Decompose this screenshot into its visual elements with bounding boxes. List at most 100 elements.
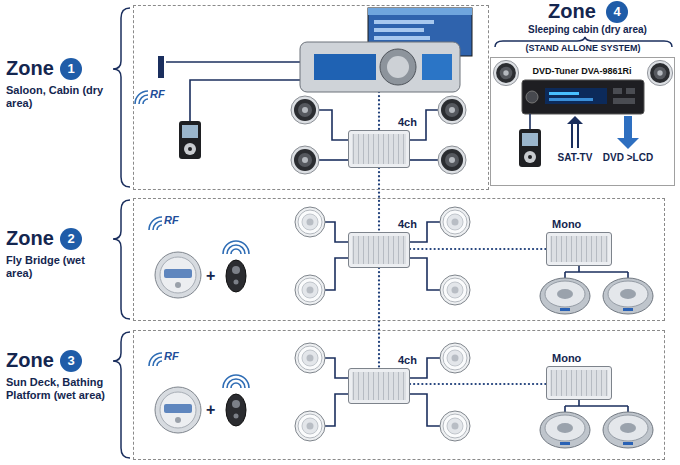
zone3-wiring [565, 400, 628, 412]
plus-sign: + [206, 400, 215, 419]
subwoofer [540, 412, 590, 448]
amplifier-mono: Mono [546, 232, 612, 266]
zone-brace [113, 8, 130, 187]
dvd-tuner-faceplate [549, 92, 579, 95]
signal-connector [378, 168, 380, 232]
unit-label: DVD-Tuner DVA-9861Ri [532, 66, 631, 77]
antenna [158, 56, 164, 78]
marine-speaker [440, 275, 470, 305]
ipod-player [179, 121, 201, 159]
head-unit-screen [374, 36, 430, 40]
zone-panel: Zone2Fly Bridge (wet area)4chMono [133, 198, 665, 321]
rf-waves [149, 217, 162, 230]
head-unit [314, 54, 376, 80]
marine-controller [155, 252, 201, 298]
zone-brace [113, 200, 130, 319]
marine-speaker [440, 411, 470, 441]
rf-label: RF [164, 214, 179, 227]
zone1-wiring [319, 110, 348, 140]
signal-line [378, 92, 380, 130]
dvd-tuner-faceplate [545, 88, 607, 104]
marine-speaker [295, 343, 325, 373]
sat-tv-arrow [567, 116, 583, 124]
zone3-wiring [325, 358, 628, 426]
plus-sign: + [206, 266, 215, 285]
zone2-wiring [565, 266, 628, 278]
dvd-tuner-faceplate [613, 98, 635, 104]
signal-name: SAT-TV [558, 152, 593, 164]
rf-label: RF [150, 88, 165, 101]
dvd-tuner-faceplate [613, 88, 622, 94]
signal-connector [378, 268, 380, 368]
remote-control [226, 394, 246, 426]
marine-speaker [440, 343, 470, 373]
marine-speaker [295, 411, 325, 441]
dvd-tuner-faceplate [522, 80, 644, 114]
amp-label: 4ch [398, 218, 417, 231]
zone-brace [113, 332, 130, 458]
zone1-wiring [410, 159, 438, 161]
zone-number: 4 [606, 1, 628, 23]
subwoofer [603, 412, 653, 448]
zone3-wiring [410, 394, 440, 426]
ipod-player [519, 129, 541, 167]
head-unit-screen [368, 8, 472, 15]
rf-waves [135, 91, 148, 104]
amplifier-4ch: 4ch [348, 232, 410, 268]
zone-number: 2 [60, 228, 82, 250]
zone-subtitle: Sleeping cabin (dry area) [528, 24, 647, 35]
amp-label: Mono [552, 352, 581, 365]
zone1-wiring [319, 159, 348, 161]
cabin-speaker [291, 146, 319, 174]
zone-subtitle: Sun Deck, Bathing Platform (wet area) [6, 376, 106, 402]
cabin-speaker [438, 146, 466, 174]
zone1-wiring [166, 61, 300, 63]
dvd-out-arrow [624, 116, 632, 138]
ir-waves [223, 241, 249, 254]
marine-speaker [295, 207, 325, 237]
zone-title: Zone [6, 58, 54, 78]
amp-label: 4ch [398, 116, 417, 129]
head-unit [387, 56, 409, 78]
subwoofer [540, 278, 590, 314]
ipod-cable [529, 114, 531, 129]
subwoofer [603, 278, 653, 314]
dvd-out-arrow [617, 116, 639, 149]
zone2-wiring [325, 222, 348, 242]
head-unit [300, 42, 460, 92]
zone-title: Zone [6, 350, 54, 370]
marine-speaker [440, 207, 470, 237]
zone-subtitle: Saloon, Cabin (dry area) [6, 84, 106, 110]
head-unit [422, 54, 452, 80]
zone2-wiring [325, 222, 628, 290]
dvd-out-arrow [617, 138, 639, 149]
amplifier-4ch: 4ch [348, 130, 410, 168]
signal-connector [410, 383, 546, 385]
head-unit [300, 42, 460, 92]
sat-tv-arrow [567, 116, 583, 148]
zone-panel: Zone3Sun Deck, Bathing Platform (wet are… [133, 330, 665, 460]
amp-label: Mono [552, 218, 581, 231]
amplifier-4ch: 4ch [348, 368, 410, 404]
zone-title: Zone [548, 1, 596, 21]
cabin-speaker [291, 96, 319, 124]
zone-subtitle: Fly Bridge (wet area) [6, 254, 106, 280]
rf-label: RF [164, 350, 179, 363]
cabin-speaker [438, 96, 466, 124]
sat-tv-arrow [572, 124, 578, 148]
signal-connector [410, 248, 546, 250]
zone-panel: Zone1Saloon, Cabin (dry area)4ch [133, 5, 489, 190]
zone-title: Zone [6, 228, 54, 248]
zone-panel: Zone4Sleeping cabin (dry area)DVD-Tuner … [490, 57, 675, 186]
rf-waves [149, 353, 162, 366]
zone2-wiring [325, 258, 348, 290]
amp-label: 4ch [398, 354, 417, 367]
system-note: (STAND ALLONE SYSTEM) [526, 44, 641, 54]
zone3-wiring [325, 394, 348, 426]
dvd-tuner-faceplate [526, 91, 538, 103]
head-unit [380, 49, 416, 85]
head-unit-screen [374, 28, 424, 32]
zone1-wiring [190, 80, 300, 121]
dvd-tuner-faceplate [626, 88, 635, 94]
